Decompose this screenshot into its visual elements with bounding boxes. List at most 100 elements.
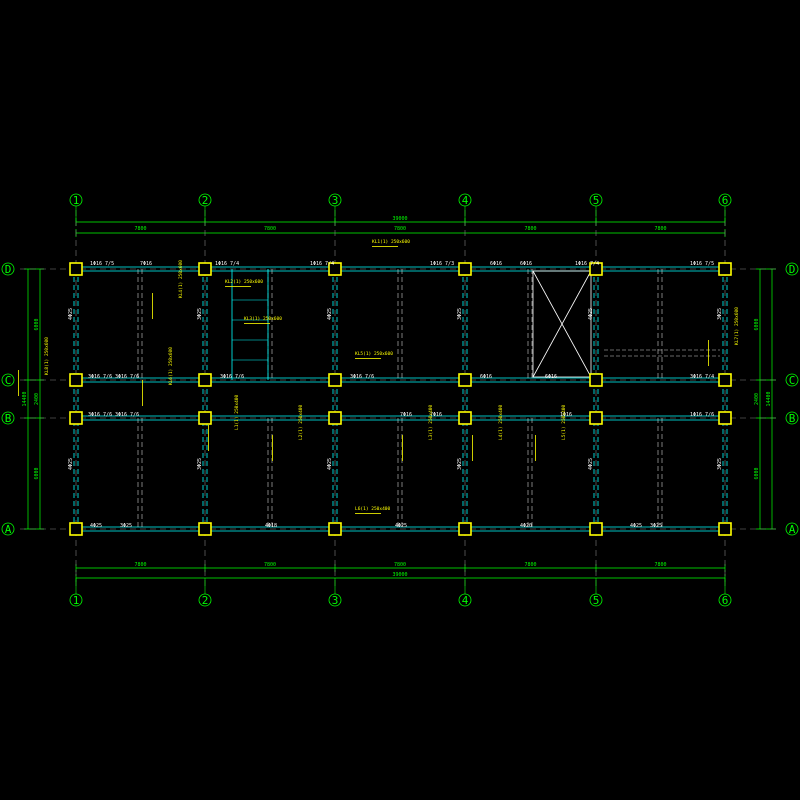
beam-label: 3Φ16 7/6	[350, 374, 374, 380]
callout-underline	[272, 435, 273, 461]
beam-label: 3Φ25	[717, 458, 723, 470]
callout-text: L2(1) 250x400	[298, 404, 304, 440]
beam-label: 1Φ16	[560, 412, 572, 418]
shaft-cross	[532, 270, 592, 378]
axis-label: B	[789, 412, 796, 425]
callout-text: L6(1) 250x400	[355, 506, 391, 512]
callout-text: KL8(1) 250x600	[44, 337, 50, 375]
beam-label: 4Φ20	[520, 523, 532, 529]
beam-label: 4Φ18	[265, 523, 277, 529]
beam-label: 4Φ25	[327, 308, 333, 320]
beam-label: 1Φ16 7/4	[310, 261, 334, 267]
column	[198, 373, 212, 387]
beam-label: 4Φ25	[68, 458, 74, 470]
beam-label: 3Φ16 7/6	[88, 412, 112, 418]
callout-underline	[402, 435, 403, 461]
dimension-text: 7800	[654, 226, 666, 232]
callout-text: KL4(1) 250x600	[178, 260, 184, 298]
column	[198, 522, 212, 536]
column	[458, 262, 472, 276]
axis-label: 4	[462, 594, 469, 607]
axis-label: 4	[462, 194, 469, 207]
callout-underline	[472, 435, 473, 461]
axis-bubble	[785, 262, 799, 276]
column	[589, 522, 603, 536]
column	[589, 411, 603, 425]
column	[458, 411, 472, 425]
dimension-text: 7800	[524, 226, 536, 232]
dimension-text: 7800	[524, 562, 536, 568]
axis-bubble	[1, 373, 15, 387]
beam-label: 1Φ16 7/3	[430, 261, 454, 267]
dimension-text: 6000	[754, 467, 760, 479]
dimension-text: 7800	[134, 562, 146, 568]
callout-underline	[355, 513, 381, 514]
beam-label: 1Φ16 7/5	[690, 261, 714, 267]
callout-text: L1(1) 250x400	[234, 394, 240, 430]
special-openings	[532, 270, 592, 378]
dimension-total: 39000	[392, 216, 407, 222]
beam-label: 4Φ25	[588, 308, 594, 320]
column	[328, 522, 342, 536]
callout-text: KL2(1) 250x600	[225, 279, 263, 285]
dimension-text: 6000	[34, 467, 40, 479]
column	[458, 522, 472, 536]
callout-underline	[535, 435, 536, 461]
beam-label: 4Φ25	[395, 523, 407, 529]
column	[69, 262, 83, 276]
beam-label: 4Φ25	[90, 523, 102, 529]
beam-label: 4Φ25	[588, 458, 594, 470]
dimension-text: 7800	[654, 562, 666, 568]
column	[69, 373, 83, 387]
column	[718, 522, 732, 536]
beam-label: 3Φ25	[457, 308, 463, 320]
column	[718, 262, 732, 276]
axis-label: 3	[332, 194, 339, 207]
axis-label: 1	[73, 194, 80, 207]
callout-underline	[244, 323, 270, 324]
axis-label: 5	[593, 594, 600, 607]
dimension-text: 7800	[264, 226, 276, 232]
beam-label: 1Φ16 7/4	[575, 261, 599, 267]
beam-label: 1Φ16 7/6	[690, 412, 714, 418]
beam-label: 1Φ16 7/4	[215, 261, 239, 267]
dimension-text: 6000	[754, 318, 760, 330]
callout-underline	[152, 293, 153, 319]
beam-label: 6Φ16	[490, 261, 502, 267]
beam-label: 3Φ25	[717, 308, 723, 320]
axis-label: 6	[722, 194, 729, 207]
column	[718, 411, 732, 425]
column	[69, 522, 83, 536]
dimension-text: 7800	[264, 562, 276, 568]
axis-label: 3	[332, 594, 339, 607]
axis-label: C	[5, 374, 12, 387]
callout-text: KL6(1) 250x600	[168, 347, 174, 385]
dimension-text: 7800	[394, 226, 406, 232]
axis-bubble	[785, 411, 799, 425]
axis-label: A	[789, 523, 796, 536]
axis-bubble	[1, 262, 15, 276]
shaft-opening	[532, 270, 592, 378]
callout-text: L4(1) 250x400	[498, 404, 504, 440]
axis-label: 2	[202, 594, 209, 607]
column	[328, 262, 342, 276]
beam-label: 3Φ16 7/4	[690, 374, 714, 380]
columns	[69, 262, 732, 536]
dimension-text: 6000	[34, 318, 40, 330]
column	[589, 262, 603, 276]
column	[589, 373, 603, 387]
axis-label: 6	[722, 594, 729, 607]
dimension-text: 2400	[754, 393, 760, 405]
beam-label: 4Φ25	[630, 523, 642, 529]
beam-label: 3Φ16 7/6	[220, 374, 244, 380]
callout-underline	[208, 425, 209, 451]
column	[198, 411, 212, 425]
beam-label: 6Φ16	[520, 261, 532, 267]
dimension-lines: 7800780078007800780078007800780078007800…	[22, 216, 776, 582]
callout-text: KL1(1) 250x600	[372, 239, 410, 245]
beam-label: 1Φ16 7/5	[90, 261, 114, 267]
callout-underline	[225, 286, 251, 287]
